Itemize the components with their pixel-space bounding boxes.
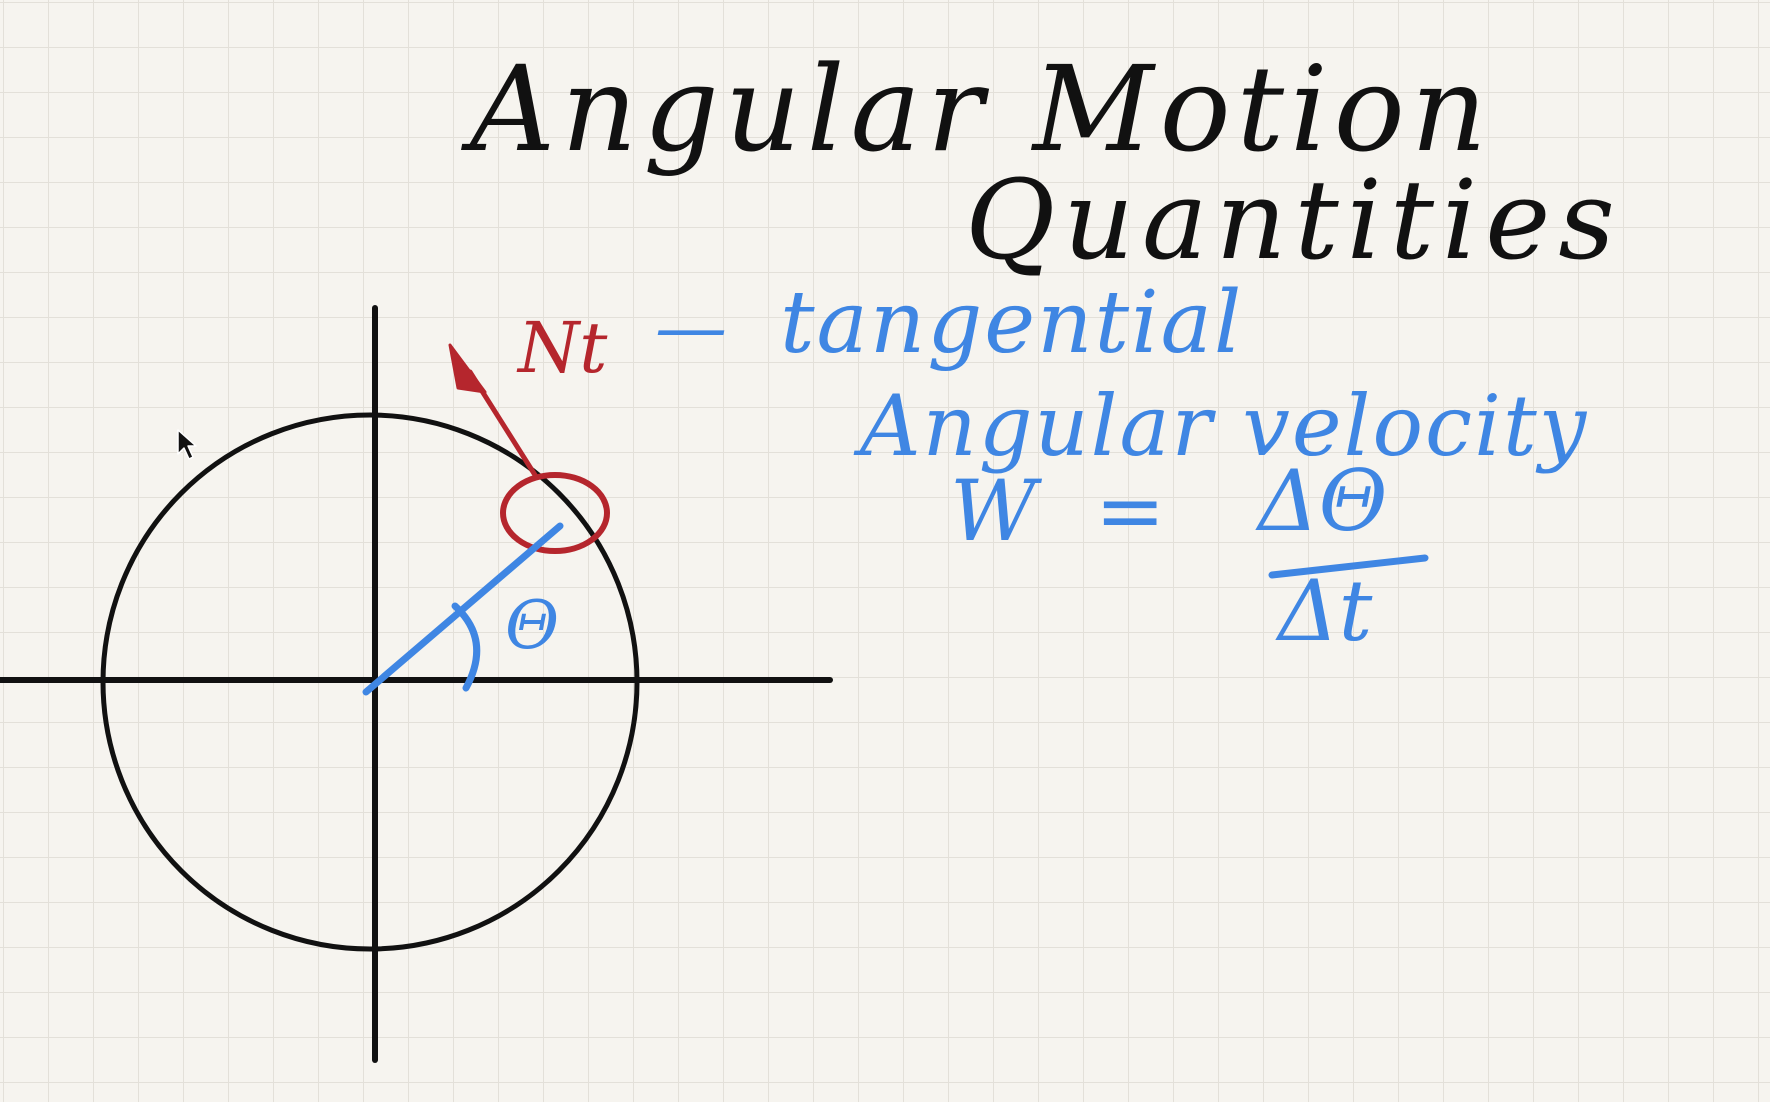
fraction-numerator: ΔΘ [1255,452,1388,550]
title-line-1: Angular Motion [461,40,1493,178]
angle-arc [451,602,481,692]
equals-sign: = [1095,462,1165,560]
fraction-bar [1268,554,1429,579]
mouse-pointer-icon [177,429,197,460]
fraction-denominator: Δt [1275,562,1373,660]
title-line-2: Quantities [965,156,1623,284]
tangential-label: tangential [780,273,1243,373]
angular-velocity-label: Angular velocity [853,377,1588,475]
dash-mark: — [655,285,727,369]
radius-line [362,522,564,696]
omega-symbol: W [950,462,1043,560]
vector-label: Nt [516,307,608,389]
theta-label: Θ [505,587,559,664]
tangential-vector-arrowhead [448,343,487,394]
point-highlight-circle [500,472,610,554]
